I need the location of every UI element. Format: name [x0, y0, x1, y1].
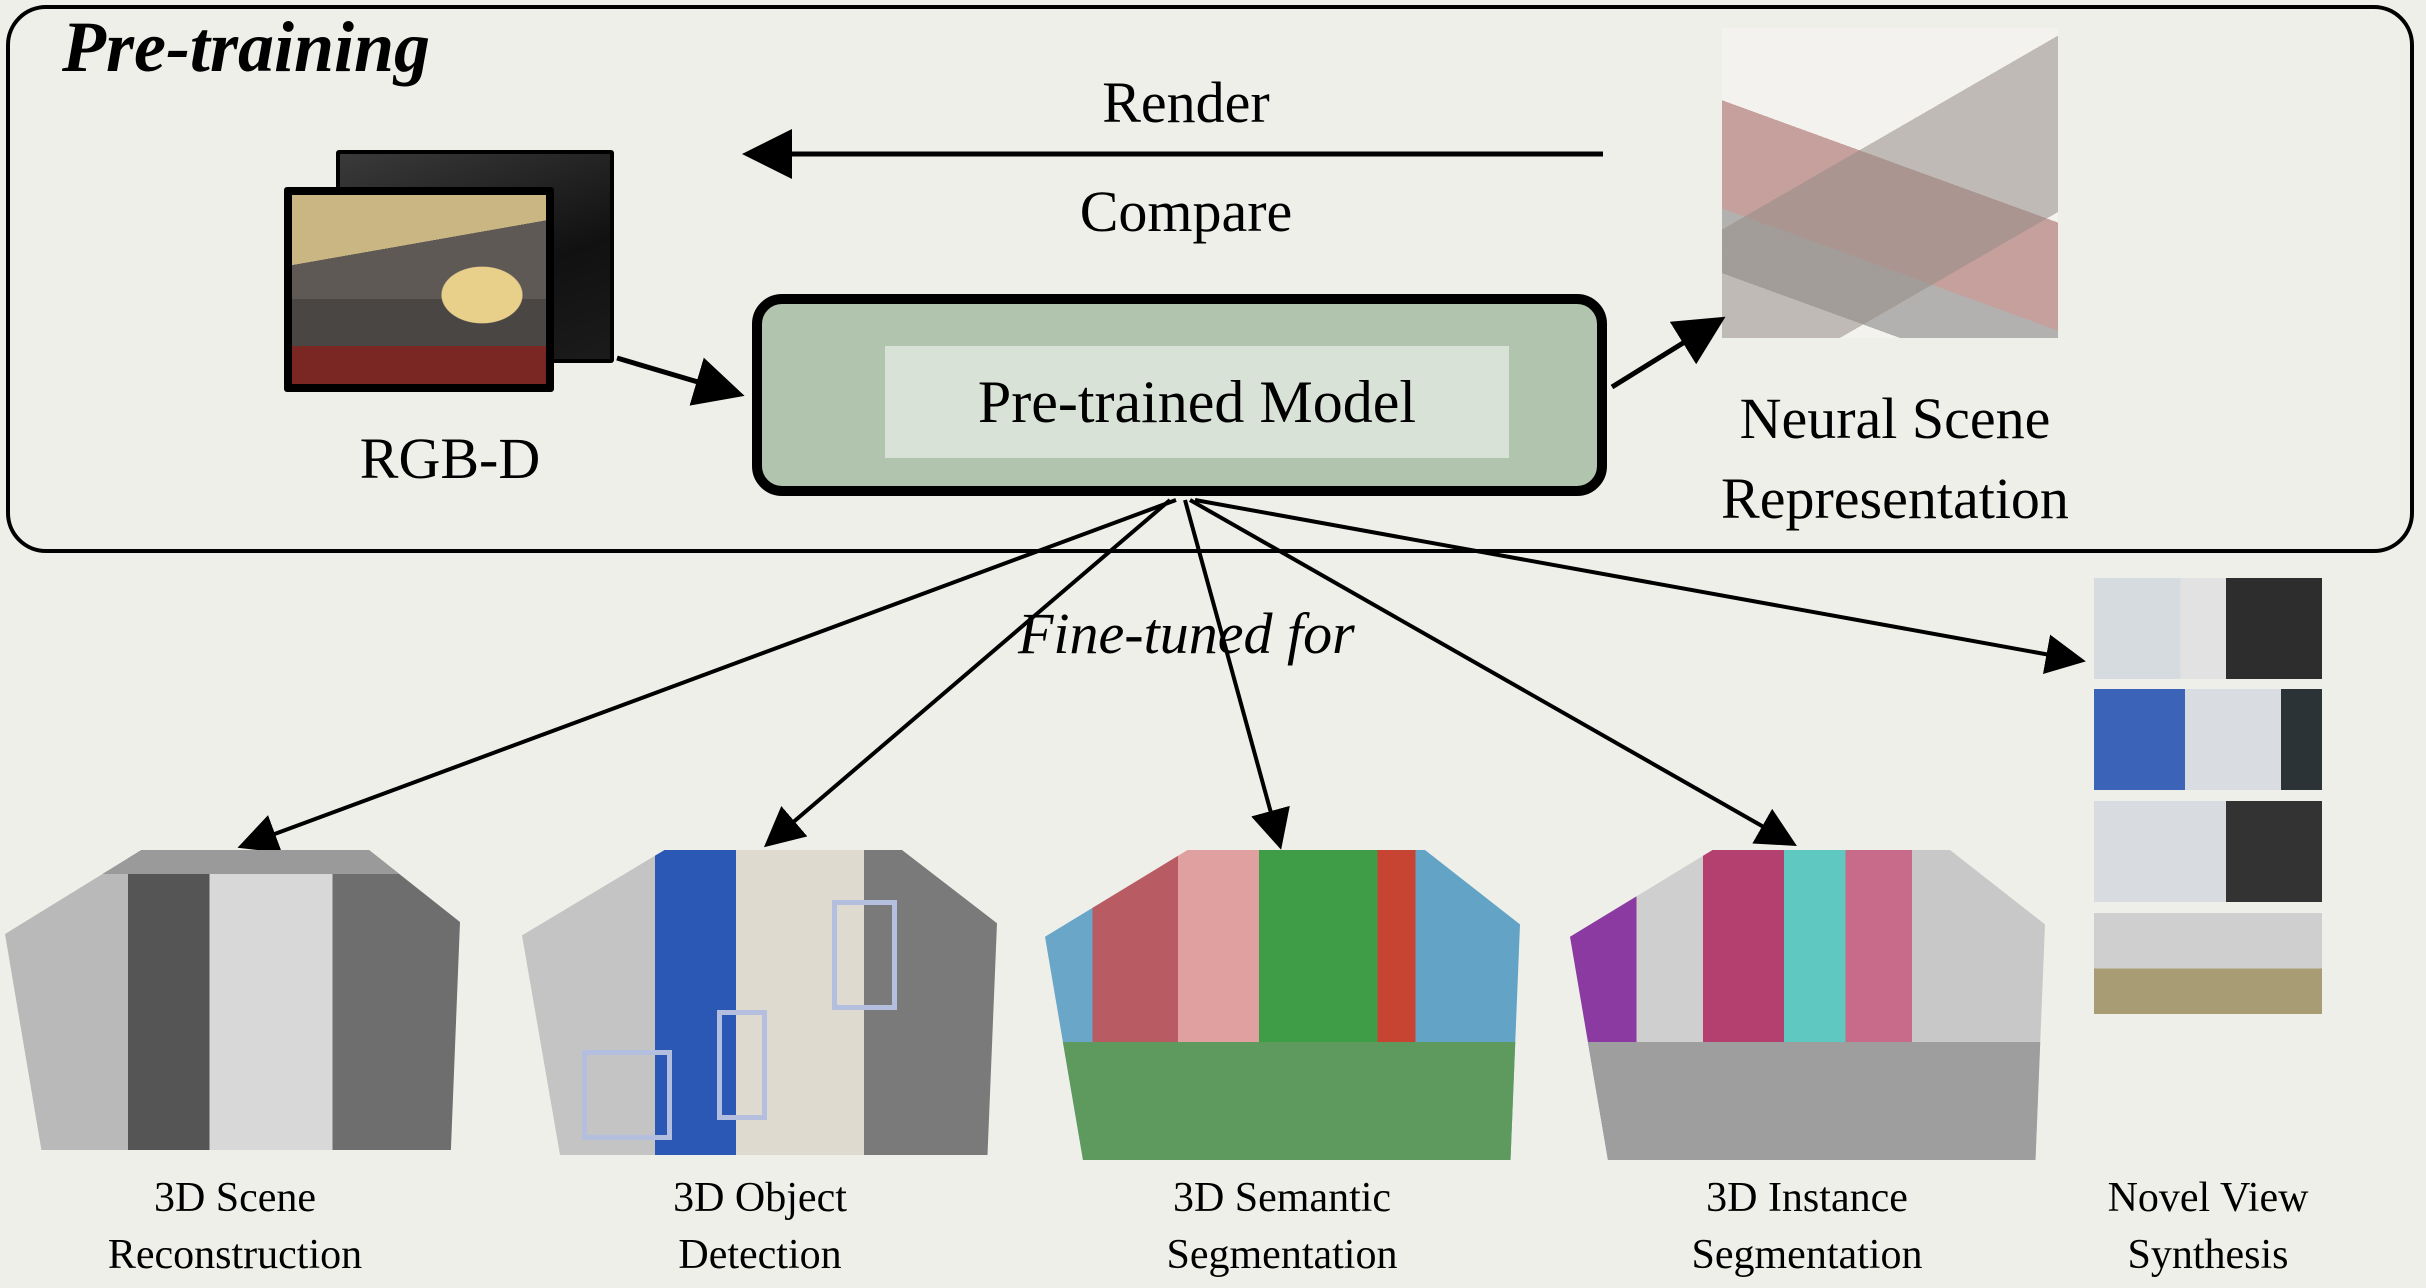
rgbd-label: RGB-D	[359, 426, 541, 491]
novel-view-image-3	[2094, 801, 2322, 902]
pretraining-title: Pre-training	[62, 7, 431, 87]
compare-label: Compare	[1079, 179, 1293, 244]
task-label-semantic: 3D Semantic Segmentation	[1166, 1175, 1398, 1278]
render-label: Render	[1102, 70, 1270, 135]
input-arrow	[616, 355, 745, 406]
task-label-instance: 3D Instance Segmentation	[1691, 1175, 1923, 1278]
task-label-reconstruction: 3D Scene Reconstruction	[107, 1175, 363, 1278]
task-label-novel-view: Novel View Synthesis	[2107, 1175, 2309, 1278]
pretrained-model-box: Pre-trained Model	[752, 294, 1607, 496]
task-label-detection: 3D Object Detection	[673, 1175, 847, 1278]
finetune-arrow-instance	[1189, 498, 1797, 846]
pretraining-panel	[6, 5, 2414, 553]
novel-view-image-4	[2094, 913, 2322, 1014]
rgbd-image-stack	[284, 145, 614, 400]
bbox	[832, 900, 897, 1010]
task-image-reconstruction	[5, 850, 460, 1150]
bbox	[717, 1010, 767, 1120]
finetune-arrow-novel-view	[1194, 498, 2086, 674]
neural-scene-image	[1722, 28, 2058, 338]
finetune-arrow-detection	[763, 498, 1172, 848]
pretrained-model-label: Pre-trained Model	[885, 346, 1509, 458]
finetuned-label: Fine-tuned for	[1018, 601, 1355, 666]
task-image-detection	[522, 850, 997, 1155]
output-arrow	[1610, 316, 1726, 390]
rgb-frame	[284, 187, 554, 392]
neural-scene-label-line2: Representation	[1721, 466, 2069, 531]
novel-view-image-1	[2094, 578, 2322, 679]
finetune-arrow-reconstruction	[237, 498, 1177, 853]
task-image-instance	[1570, 850, 2045, 1160]
bbox	[582, 1050, 672, 1140]
task-image-semantic	[1045, 850, 1520, 1160]
finetune-arrow-semantic	[1183, 499, 1290, 850]
novel-view-image-2	[2094, 689, 2322, 790]
neural-scene-label-line1: Neural Scene	[1739, 386, 2051, 451]
